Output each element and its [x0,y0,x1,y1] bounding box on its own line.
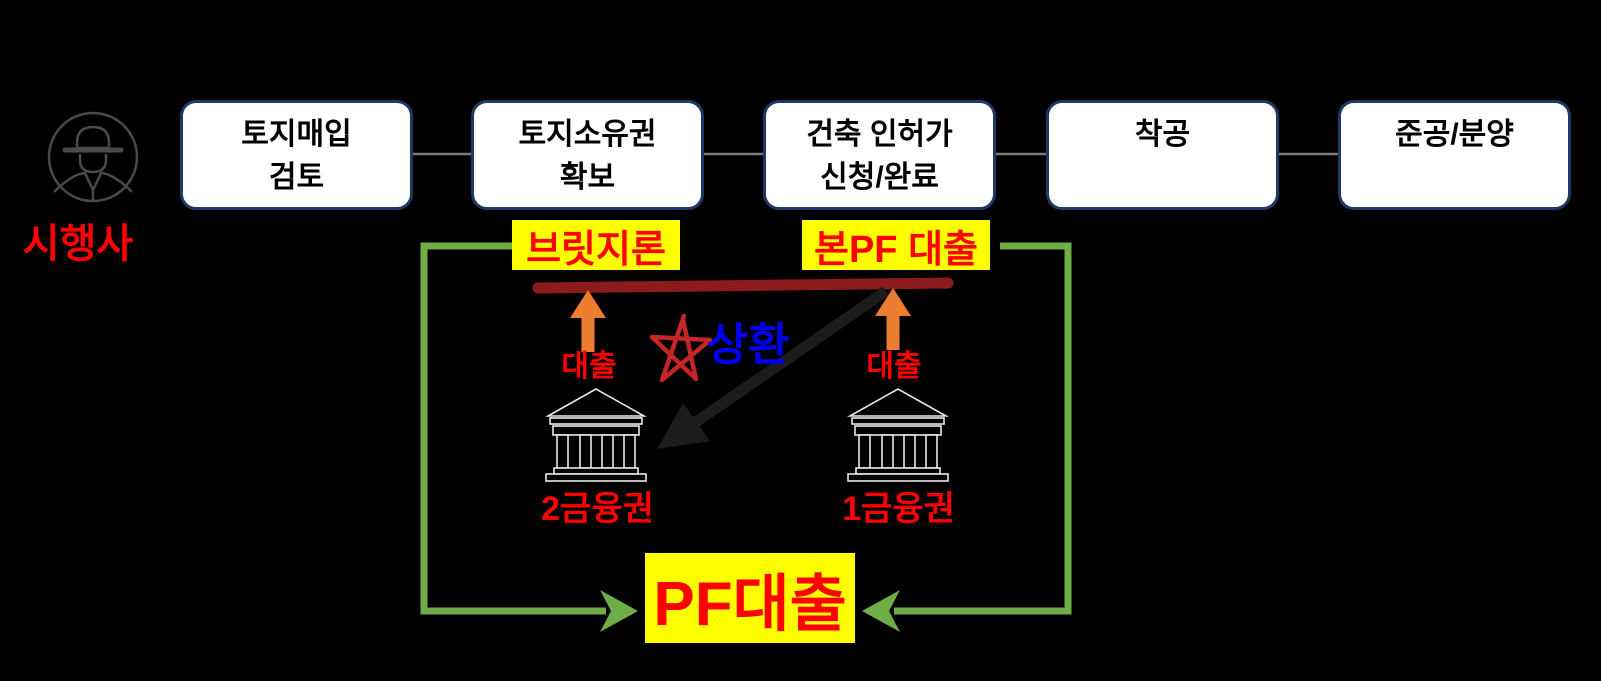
primary-bank-label: 1금융권 [842,490,955,528]
green-left-arrowhead-icon [862,590,900,632]
process-step-label: 준공/분양 [1395,118,1514,151]
process-step-label: 확보 [559,160,616,194]
process-step-land-purchase-review: 토지매입 검토 [180,100,413,210]
process-step-label: 토지매입 [241,118,352,151]
repayment-caption: 상환 [706,319,790,370]
face-outline [78,154,108,174]
bank-icon-secondary [544,388,648,482]
process-step-land-ownership: 토지소유권 확보 [471,100,704,210]
bank-icon-primary [846,388,950,482]
hat-icon [75,125,111,150]
developer-icon [47,111,139,203]
loan-term-line [532,277,954,294]
main-pf-up-arrow-icon [875,288,911,350]
process-step-label: 검토 [268,160,325,194]
process-step-building-permit: 건축 인허가 신청/완료 [763,100,996,210]
green-right-arrowhead-icon [600,590,638,632]
process-step-label: 신청/완료 [820,160,939,194]
secondary-bank-label: 2금융권 [541,490,654,528]
pf-loan-box: PF대출 [645,553,855,643]
bridge-loan-up-arrow-icon [570,290,606,352]
main-pf-loan-label: 본PF 대출 [802,220,990,271]
loan-caption-right: 대출 [866,350,922,383]
shoulders-outline [53,171,133,193]
loan-caption-left: 대출 [561,350,617,383]
process-step-label: 토지소유권 [518,118,657,151]
process-step-construction-start: 착공 [1046,100,1279,210]
developer-label: 시행사 [22,222,134,266]
bridge-loan-label: 브릿지론 [512,220,680,271]
process-step-label: 건축 인허가 [806,118,953,151]
process-step-label: 착공 [1134,118,1191,151]
process-step-completion-sale: 준공/분양 [1338,100,1571,210]
